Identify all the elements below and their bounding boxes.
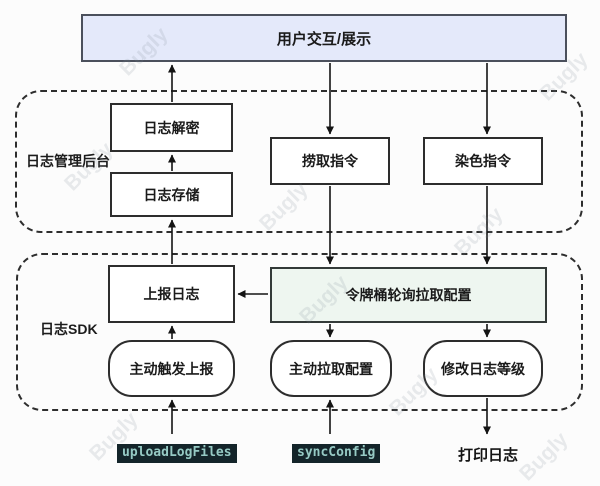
node-fetch-command: 捞取指令 — [270, 137, 390, 185]
node-modify-log-level-label: 修改日志等级 — [441, 360, 525, 377]
group-log-backend-label: 日志管理后台 — [26, 153, 110, 169]
node-token-bucket-poll-config-label: 令牌桶轮询拉取配置 — [345, 287, 472, 303]
node-pull-config-label: 主动拉取配置 — [289, 360, 373, 377]
node-dye-command-label: 染色指令 — [455, 153, 511, 169]
node-modify-log-level: 修改日志等级 — [423, 340, 543, 397]
node-pull-config: 主动拉取配置 — [270, 340, 392, 397]
node-dye-command: 染色指令 — [423, 137, 543, 185]
node-log-decrypt-label: 日志解密 — [143, 119, 200, 136]
node-log-decrypt: 日志解密 — [110, 103, 233, 152]
api-chip-upload-log-files: uploadLogFiles — [117, 444, 237, 463]
api-chip-sync-config: syncConfig — [292, 444, 381, 463]
node-log-storage-label: 日志存储 — [143, 186, 200, 203]
label-print-log: 打印日志 — [458, 447, 519, 464]
watermark-text: Bugly — [515, 427, 573, 486]
node-report-log: 上报日志 — [108, 265, 235, 323]
group-log-sdk-label: 日志SDK — [40, 321, 98, 337]
node-trigger-report-label: 主动触发上报 — [129, 360, 214, 377]
node-token-bucket-poll-config: 令牌桶轮询拉取配置 — [270, 267, 547, 323]
node-trigger-report: 主动触发上报 — [108, 340, 235, 397]
node-fetch-command-label: 捞取指令 — [302, 153, 358, 169]
node-user-interaction-label: 用户交互/展示 — [276, 30, 372, 48]
group-log-sdk — [16, 253, 583, 411]
group-log-backend — [15, 90, 583, 233]
node-user-interaction: 用户交互/展示 — [81, 14, 567, 62]
node-report-log-label: 上报日志 — [143, 286, 200, 302]
node-log-storage: 日志存储 — [110, 172, 233, 217]
